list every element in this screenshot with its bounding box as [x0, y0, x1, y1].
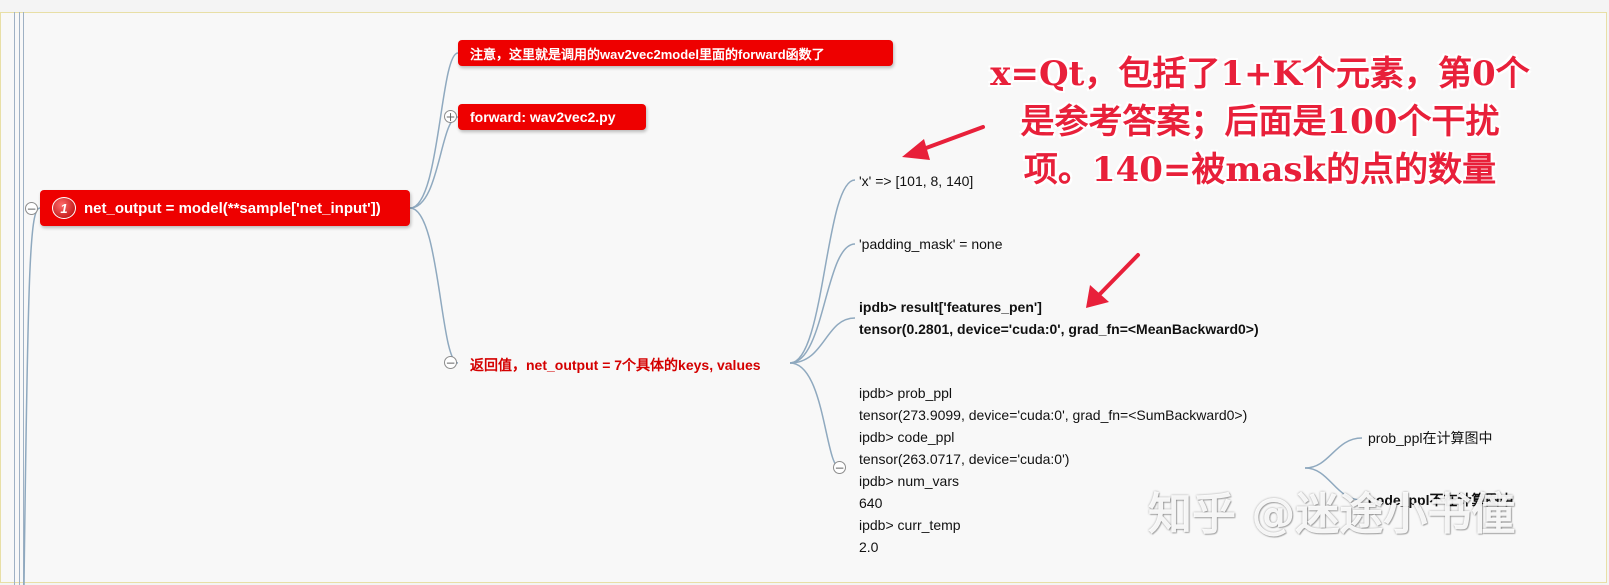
canvas-guide-line	[14, 12, 15, 585]
note-node-forward-file[interactable]: forward: wav2vec2.py	[458, 104, 646, 130]
connector-leaf-x	[789, 179, 856, 364]
leaf-line: tensor(263.0717, device='cuda:0')	[859, 451, 1070, 467]
note-node-forward-call[interactable]: 注意，这里就是调用的wav2vec2model里面的forward函数了	[458, 40, 893, 66]
leaf-line: ipdb> num_vars	[859, 473, 960, 489]
leaf-x[interactable]: 'x' => [101, 8, 140]	[859, 173, 974, 189]
canvas-guide-line	[23, 12, 24, 585]
annotation-callout: x=Qt，包括了1+K个元素，第0个 是参考答案；后面是100个干扰 项。140…	[965, 50, 1555, 194]
connector-code-note	[1304, 467, 1363, 501]
leaf-ppl-group[interactable]: ipdb> prob_ppl tensor(273.9099, device='…	[859, 382, 1247, 558]
leaf-line: ipdb> code_ppl	[859, 429, 955, 445]
connector-note2	[409, 116, 459, 209]
canvas-guide-line	[19, 12, 20, 585]
returns-node[interactable]: 返回值，net_output = 7个具体的keys, values	[470, 357, 761, 373]
priority-badge: 1	[52, 197, 76, 219]
leaf-padding-mask[interactable]: 'padding_mask' = none	[859, 236, 1003, 252]
root-node[interactable]: 1 net_output = model(**sample['net_input…	[40, 190, 410, 226]
leaf-line: 2.0	[859, 539, 879, 555]
connector-note1	[409, 52, 459, 209]
arrowhead-x	[902, 139, 930, 160]
mindmap-canvas	[0, 12, 1607, 583]
collapse-toggle-ppl[interactable]: −	[833, 460, 846, 475]
connector-root-parent	[23, 207, 41, 585]
connector-leaf-ppl	[789, 362, 841, 469]
leaf-line: ipdb> prob_ppl	[859, 385, 953, 401]
note-node-label: 注意，这里就是调用的wav2vec2model里面的forward函数了	[470, 46, 825, 62]
annotation-line: 项。140=被mask的点的数量	[1023, 150, 1497, 190]
root-node-label: net_output = model(**sample['net_input']…	[84, 199, 381, 217]
collapse-toggle-root[interactable]: −	[25, 201, 38, 216]
arrowhead-features	[1086, 285, 1109, 308]
connector-prob-note	[1304, 437, 1363, 469]
leaf-line: tensor(273.9099, device='cuda:0', grad_f…	[859, 407, 1248, 423]
leaf-line: 640	[859, 495, 883, 511]
arrow-to-features	[1096, 253, 1140, 298]
leaf-line: tensor(0.2801, device='cuda:0', grad_fn=…	[859, 321, 1259, 337]
leaf-code-ppl-note[interactable]: code_ppl不在计算图中	[1368, 492, 1514, 508]
leaf-prob-ppl-note[interactable]: prob_ppl在计算图中	[1368, 430, 1493, 446]
connector-returns	[409, 207, 459, 364]
leaf-line: ipdb> curr_temp	[859, 517, 961, 533]
note-node-label: forward: wav2vec2.py	[470, 109, 616, 125]
annotation-line: 是参考答案；后面是100个干扰	[1020, 102, 1500, 142]
collapse-toggle-returns[interactable]: −	[444, 355, 457, 370]
connector-leaf-padding	[789, 243, 856, 364]
watermark: 知乎 @迷途小书僮	[1148, 489, 1516, 540]
arrow-to-x	[916, 125, 985, 153]
expand-toggle-forward[interactable]: +	[444, 109, 457, 124]
leaf-line: ipdb> result['features_pen']	[859, 299, 1042, 315]
connector-leaf-features	[789, 317, 856, 364]
leaf-features-pen[interactable]: ipdb> result['features_pen'] tensor(0.28…	[859, 296, 1259, 340]
annotation-line: x=Qt，包括了1+K个元素，第0个	[990, 54, 1530, 94]
